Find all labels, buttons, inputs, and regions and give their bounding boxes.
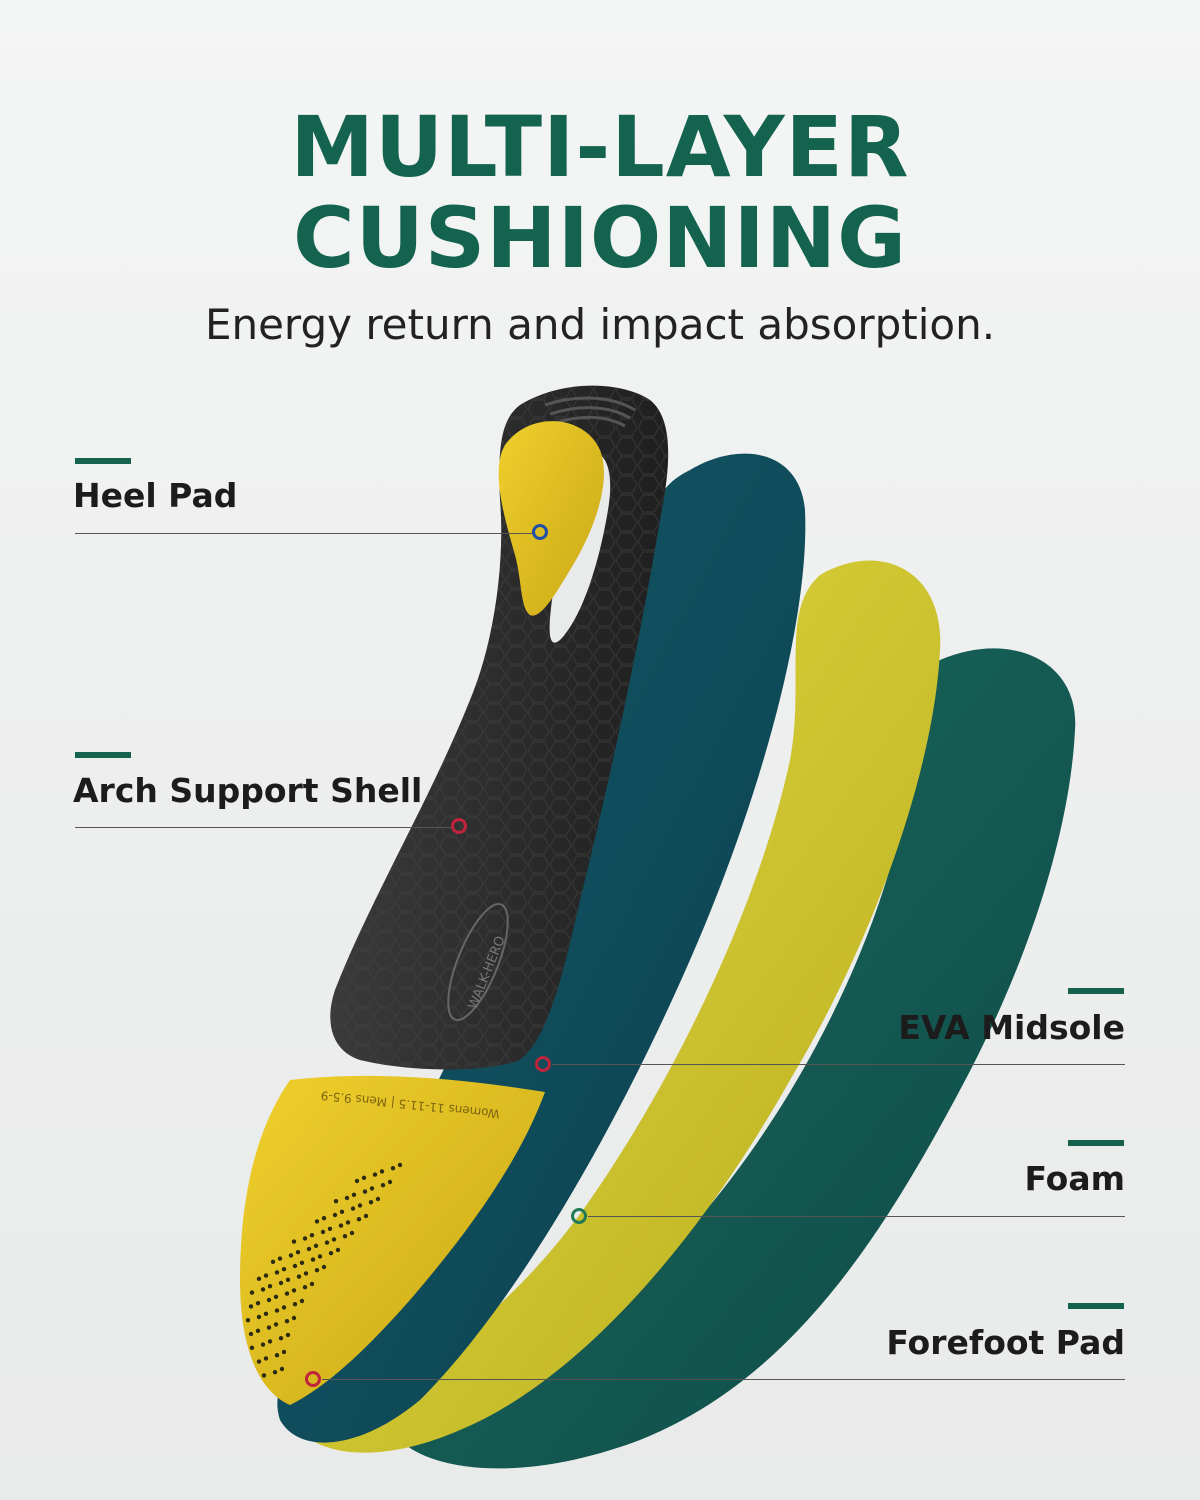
perforation-pattern	[245, 1162, 403, 1378]
heel-pad-label: Heel Pad	[73, 476, 238, 515]
foam-marker	[571, 1208, 587, 1224]
title-line-1: MULTI-LAYER	[290, 98, 910, 196]
foam-label: Foam	[1024, 1159, 1125, 1198]
arch-shell-label: Arch Support Shell	[73, 771, 423, 810]
arch-shell-accent	[75, 752, 131, 758]
arch-shell-leader	[75, 827, 453, 828]
forefoot-pad-marker	[305, 1371, 321, 1387]
forefoot-pad-leader	[322, 1379, 1125, 1380]
forefoot-pad-accent	[1068, 1303, 1124, 1309]
foam-leader	[588, 1216, 1125, 1217]
foam-accent	[1068, 1140, 1124, 1146]
eva-midsole-leader	[552, 1064, 1125, 1065]
green-base-layer	[400, 648, 1076, 1469]
arch-shell-marker	[451, 818, 467, 834]
heel-pad-marker	[532, 524, 548, 540]
eva-midsole-label: EVA Midsole	[898, 1008, 1125, 1047]
forefoot-pad	[240, 1075, 545, 1405]
eva-midsole-marker	[535, 1056, 551, 1072]
title-line-2: CUSHIONING	[292, 189, 908, 287]
heel-pad-leader	[75, 533, 533, 534]
heel-pad	[498, 421, 604, 616]
heel-pad-accent	[75, 458, 131, 464]
eva-midsole-accent	[1068, 988, 1124, 994]
forefoot-pad-label: Forefoot Pad	[886, 1323, 1125, 1362]
subtitle: Energy return and impact absorption.	[204, 300, 996, 349]
yellow-foam-layer	[300, 560, 941, 1453]
